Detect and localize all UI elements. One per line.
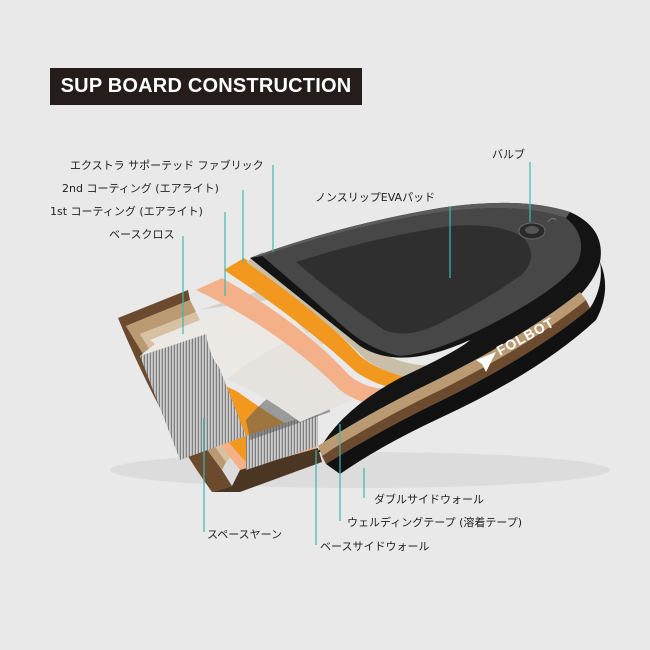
label-space-yarn: スペースヤーン <box>207 528 283 541</box>
bottom-front-edge <box>212 448 322 492</box>
label-welding-tape: ウェルディングテープ (溶着テープ) <box>347 516 522 529</box>
label-double-sidewall: ダブルサイドウォール <box>374 493 484 506</box>
board-sidewall-band <box>318 292 586 456</box>
base-sidewall-edge <box>118 290 232 492</box>
valve-cap <box>525 226 539 234</box>
deck-rim <box>250 202 570 258</box>
label-base-sidewall: ベースサイドウォール <box>320 540 430 553</box>
label-valve: バルブ <box>492 148 525 161</box>
folbot-logo-icon <box>476 352 496 372</box>
title-box: SUP BOARD CONSTRUCTION <box>50 68 362 105</box>
eva-pad <box>296 225 532 334</box>
label-coating-1st: 1st コーティング (エアライト) <box>50 205 203 218</box>
label-base-cloth: ベースクロス <box>109 228 175 241</box>
coating-1st-sheet <box>196 278 440 407</box>
coating-2nd-sheet <box>224 258 462 391</box>
label-coating-2nd: 2nd コーティング (エアライト) <box>62 182 219 195</box>
space-yarn-front <box>246 412 318 470</box>
label-extra-fabric: エクストラ サポーテッド ファブリック <box>70 159 264 172</box>
space-yarn-block <box>140 334 246 460</box>
board-sidewall-brown <box>322 300 590 464</box>
label-eva-pad: ノンスリップEVAパッド <box>315 191 436 204</box>
leader-lines <box>182 162 531 545</box>
board-rail <box>326 262 606 474</box>
